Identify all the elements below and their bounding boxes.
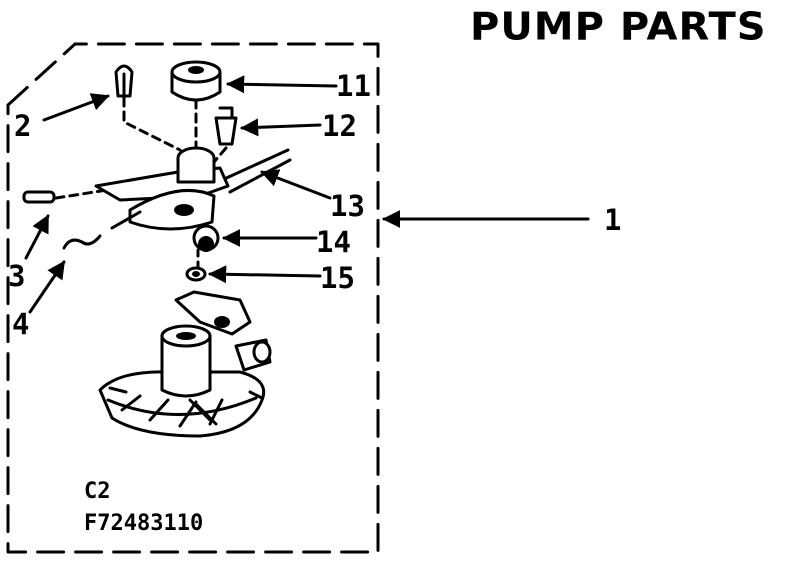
leader-arrows xyxy=(24,75,590,314)
callout-12: 12 xyxy=(322,109,357,143)
figure-code: C2 xyxy=(84,479,111,504)
pump-mechanism xyxy=(94,146,230,252)
diagram-title: PUMP PARTS xyxy=(470,5,767,49)
callout-13: 13 xyxy=(330,189,365,223)
callout-11: 11 xyxy=(336,69,371,103)
assembly-bracket xyxy=(6,42,380,554)
part-2-screw xyxy=(114,64,134,98)
callout-4: 4 xyxy=(12,307,29,341)
callout-3: 3 xyxy=(8,259,25,293)
figure-number: F72483110 xyxy=(84,511,203,536)
part-3-pin xyxy=(22,190,56,204)
pump-housing xyxy=(98,290,272,438)
part-4-clip xyxy=(62,234,102,250)
part-15-washer xyxy=(185,266,207,282)
callout-14: 14 xyxy=(316,225,351,259)
part-12-plug xyxy=(214,106,238,146)
callout-1: 1 xyxy=(604,203,621,237)
part-11-cap xyxy=(170,60,222,102)
assembly-guides xyxy=(54,96,228,270)
part-13-rod xyxy=(220,148,292,194)
callout-15: 15 xyxy=(320,261,355,295)
callout-2: 2 xyxy=(14,109,31,143)
